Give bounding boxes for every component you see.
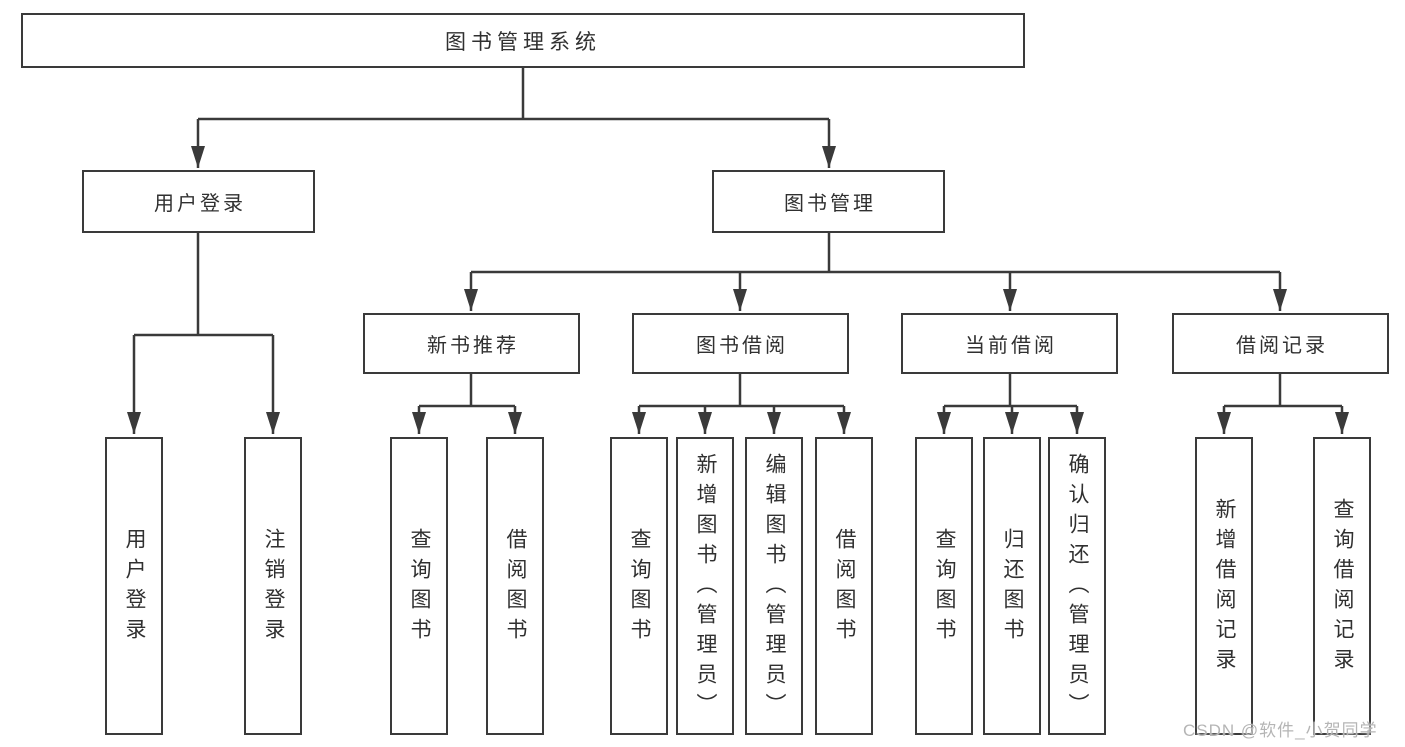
leaf-logout: 注销登录 <box>244 437 302 735</box>
node-current-borrowing-label: 当前借阅 <box>965 335 1057 357</box>
node-user-login: 用户登录 <box>82 170 315 233</box>
watermark-text: CSDN @软件_小贺同学 <box>1183 721 1378 740</box>
leaf-newbooks-borrow-books-label: 借阅图书 <box>504 528 527 648</box>
node-root: 图书管理系统 <box>21 13 1025 68</box>
node-book-management: 图书管理 <box>712 170 945 233</box>
leaf-records-add-record-label: 新增借阅记录 <box>1213 498 1236 678</box>
leaf-current-return-books: 归还图书 <box>983 437 1041 735</box>
node-root-label: 图书管理系统 <box>445 30 601 54</box>
leaf-borrowing-query-books-label: 查询图书 <box>628 528 651 648</box>
leaf-logout-label: 注销登录 <box>262 528 285 648</box>
node-borrowing-records-label: 借阅记录 <box>1236 335 1328 357</box>
leaf-user-login: 用户登录 <box>105 437 163 735</box>
leaf-borrowing-borrow-books-label: 借阅图书 <box>833 528 856 648</box>
node-current-borrowing: 当前借阅 <box>901 313 1118 374</box>
leaf-borrowing-borrow-books: 借阅图书 <box>815 437 873 735</box>
node-book-management-label: 图书管理 <box>784 193 876 215</box>
leaf-newbooks-query-books: 查询图书 <box>390 437 448 735</box>
leaf-borrowing-edit-books-admin-label: 编辑图书（管理员） <box>763 453 786 723</box>
leaf-records-query-record-label: 查询借阅记录 <box>1331 498 1354 678</box>
leaf-current-query-books: 查询图书 <box>915 437 973 735</box>
leaf-user-login-label: 用户登录 <box>123 528 146 648</box>
leaf-records-query-record: 查询借阅记录 <box>1313 437 1371 735</box>
node-borrowing-records: 借阅记录 <box>1172 313 1389 374</box>
leaf-current-confirm-return-admin-label: 确认归还（管理员） <box>1066 453 1089 723</box>
leaf-current-confirm-return-admin: 确认归还（管理员） <box>1048 437 1106 735</box>
node-new-book-recommend-label: 新书推荐 <box>427 335 519 357</box>
leaf-borrowing-add-books-admin-label: 新增图书（管理员） <box>694 453 717 723</box>
node-book-borrowing-label: 图书借阅 <box>696 335 788 357</box>
leaf-borrowing-query-books: 查询图书 <box>610 437 668 735</box>
leaf-current-return-books-label: 归还图书 <box>1001 528 1024 648</box>
leaf-borrowing-edit-books-admin: 编辑图书（管理员） <box>745 437 803 735</box>
node-new-book-recommend: 新书推荐 <box>363 313 580 374</box>
leaf-newbooks-query-books-label: 查询图书 <box>408 528 431 648</box>
leaf-current-query-books-label: 查询图书 <box>933 528 956 648</box>
leaf-records-add-record: 新增借阅记录 <box>1195 437 1253 735</box>
node-book-borrowing: 图书借阅 <box>632 313 849 374</box>
leaf-newbooks-borrow-books: 借阅图书 <box>486 437 544 735</box>
leaf-borrowing-add-books-admin: 新增图书（管理员） <box>676 437 734 735</box>
node-user-login-label: 用户登录 <box>154 193 246 215</box>
